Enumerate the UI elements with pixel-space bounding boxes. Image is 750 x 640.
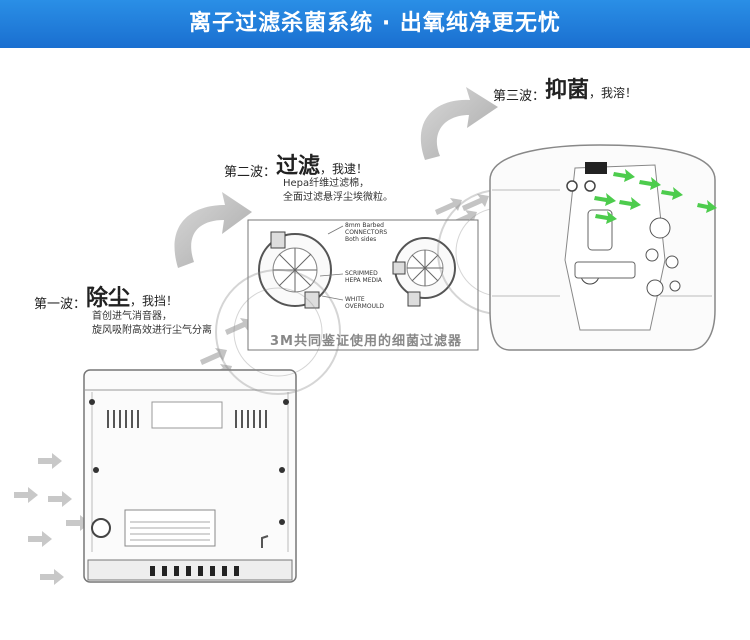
callout-hepa: SCRIMMED HEPA MEDIA bbox=[345, 270, 382, 284]
callout-text: SCRIMMED bbox=[345, 270, 378, 277]
wave-3-action: 抑菌 bbox=[545, 78, 590, 103]
filter-disc-right bbox=[392, 237, 456, 307]
wave-2-tail: ，我逮！ bbox=[320, 162, 369, 176]
wave-2-desc-line: Hepa纤维过滤棉， bbox=[283, 178, 370, 189]
callout-text: OVERMOULD bbox=[345, 303, 384, 310]
callout-text: Both sides bbox=[345, 236, 377, 243]
wave-2-label: 第二波： bbox=[224, 165, 277, 180]
intake-arrows bbox=[14, 453, 90, 585]
filter-disc-left bbox=[258, 231, 332, 309]
callout-text: 8mm Barbed bbox=[345, 222, 384, 229]
callout-text: HEPA MEDIA bbox=[345, 277, 383, 284]
oxygen-output-arrows bbox=[594, 169, 717, 224]
curved-arrow-1 bbox=[174, 192, 252, 268]
header-banner: 离子过滤杀菌系统 · 出氧纯净更无忧 bbox=[0, 0, 750, 48]
callout-overmould: WHITE OVERMOULD bbox=[345, 296, 384, 310]
wave-2-desc-line: 全面过滤悬浮尘埃微粒。 bbox=[283, 192, 393, 203]
curved-arrow-2 bbox=[420, 87, 498, 160]
filter-panel bbox=[247, 219, 479, 351]
wave-2-heading: 第二波：过滤，我逮！ bbox=[224, 148, 368, 180]
wave-3-label: 第三波： bbox=[493, 89, 546, 104]
filter-caption: 3M共同鉴证使用的细菌过滤器 bbox=[270, 334, 462, 349]
wave-2-description: Hepa纤维过滤棉， 全面过滤悬浮尘埃微粒。 bbox=[283, 177, 393, 205]
wave-1-desc-line: 旋风吸附高效进行尘气分离 bbox=[92, 325, 212, 336]
callout-text: CONNECTORS bbox=[345, 229, 388, 236]
concentrator-front-view bbox=[489, 144, 716, 351]
wave-1-desc-line: 首创进气消音器， bbox=[92, 311, 172, 322]
wave-1-label: 第一波： bbox=[34, 297, 87, 312]
wave-2-action: 过滤 bbox=[276, 154, 321, 179]
wave-1-tail: ，我挡！ bbox=[130, 294, 179, 308]
concentrator-side-view bbox=[83, 369, 297, 583]
wave-3-heading: 第三波：抑菌，我溶！ bbox=[493, 72, 637, 104]
callout-text: WHITE bbox=[345, 296, 365, 303]
wave-1-description: 首创进气消音器， 旋风吸附高效进行尘气分离 bbox=[92, 310, 212, 338]
callout-connectors: 8mm Barbed CONNECTORS Both sides bbox=[345, 222, 387, 243]
banner-title: 离子过滤杀菌系统 · 出氧纯净更无忧 bbox=[189, 11, 561, 36]
wave-3-tail: ，我溶！ bbox=[589, 86, 638, 100]
wave-1-action: 除尘 bbox=[86, 286, 131, 311]
wave-1-heading: 第一波：除尘，我挡！ bbox=[34, 280, 178, 312]
